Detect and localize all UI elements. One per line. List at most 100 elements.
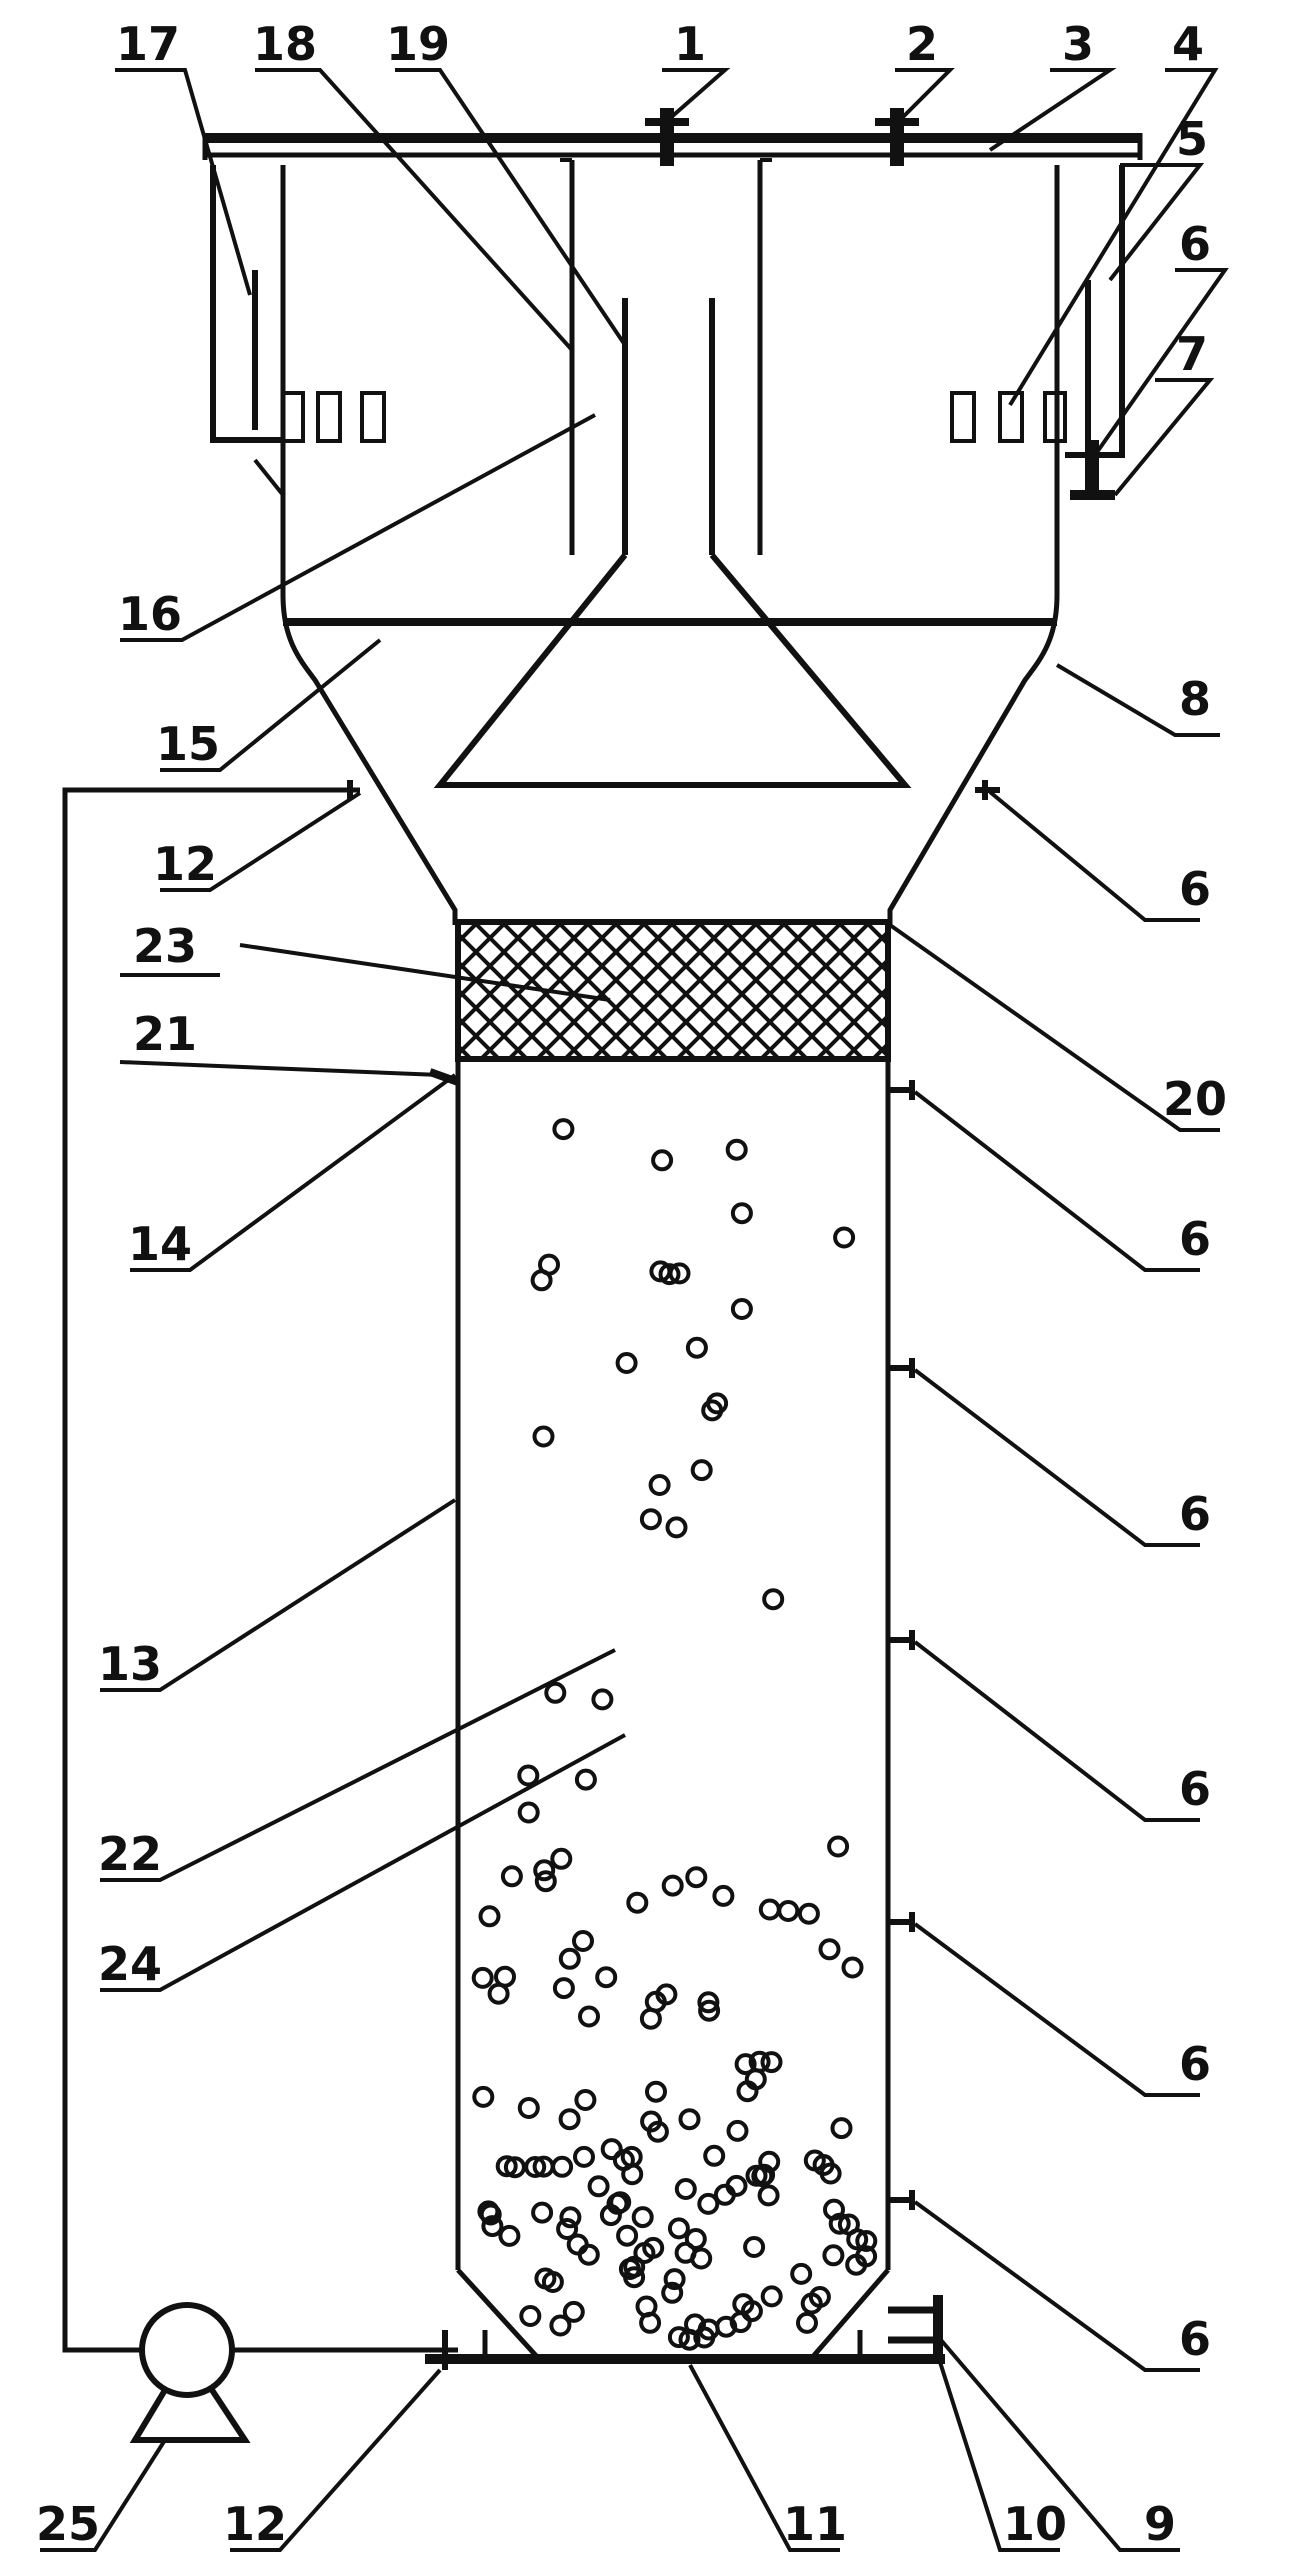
sludge-granule [698,1999,721,2022]
sludge-granule [572,1930,594,1952]
sludge-granule [706,1392,729,1415]
sludge-granule [550,1847,573,1870]
sludge-granule [639,1508,662,1531]
leader-lines [40,68,1229,2552]
label-16: 16 [118,587,182,641]
sludge-granule [748,2050,771,2073]
sludge-granule [678,2108,701,2131]
sludge-granule [559,2206,582,2229]
sludge-granule [621,2163,644,2186]
sludge-granule [790,2262,813,2285]
label-25: 25 [36,2497,100,2551]
transition-cone [280,594,1060,925]
label-9: 9 [1144,2497,1176,2551]
sludge-granule [745,2164,768,2187]
sludge-granule [478,1905,501,1928]
sludge-granule [626,1891,649,1914]
label-24: 24 [98,1937,162,1991]
sludge-granule [642,2236,665,2259]
sludge-granule [618,2258,641,2280]
label-6-d: 6 [1179,1762,1211,1816]
label-6-top: 6 [1179,217,1211,271]
sludge-granule [648,1474,671,1496]
gas-outlet-pipe-1 [645,108,689,166]
sludge-granule [808,2286,831,2308]
sludge-granule [730,1298,753,1320]
sludge-granule [819,2162,842,2185]
outlet-nozzle-7 [1070,440,1115,500]
sludge-granule [828,2212,851,2235]
sludge-granule [562,2300,585,2323]
sludge-granule [690,1459,713,1482]
circulation-pump [129,2302,251,2443]
sludge-granule [503,2156,526,2179]
inlet-pipes [888,2295,943,2355]
sludge-granule [841,1956,864,1979]
component-labels: 1 2 3 4 5 6 7 8 6 20 6 6 6 6 6 9 10 11 1… [36,17,1227,2551]
sludge-granule [524,2156,547,2178]
label-6-e: 6 [1179,2037,1211,2091]
sludge-granule [713,2183,736,2206]
sludge-granule [760,2051,783,2074]
sludge-granule [541,2271,564,2293]
sludge-granule [531,2201,554,2224]
sludge-granule [855,2230,878,2252]
sludge-granule [674,2241,697,2264]
label-5: 5 [1176,112,1208,166]
sludge-granule [574,2089,597,2111]
label-14: 14 [128,1217,192,1271]
sludge-granule [538,1253,560,1276]
label-17: 17 [116,17,180,71]
label-11: 11 [783,2497,847,2551]
sludge-granule [549,2314,572,2337]
sludge-granule [740,2300,763,2323]
label-3: 3 [1062,17,1094,71]
sludge-granule [495,2155,518,2178]
sludge-granule [646,2120,669,2143]
sludge-granule [532,1425,555,1448]
label-15: 15 [156,717,220,771]
sludge-granule [712,1884,735,1907]
sludge-granule [833,1226,856,1249]
label-13: 13 [98,1637,162,1691]
sludge-granule [796,2311,818,2334]
upper-chamber [210,158,1125,595]
sludge-granule [573,2145,595,2168]
sludge-granule [667,2217,690,2240]
sludge-granule [595,1966,618,1989]
sludge-granule [837,2213,860,2236]
label-6-f: 6 [1179,2312,1211,2366]
sludge-granule [818,1938,841,1961]
sludge-granule [578,2005,600,2028]
sludge-granule [758,1898,781,1921]
sludge-granule [760,2285,783,2308]
sludge-granule [684,2228,707,2250]
sludge-granule [665,1516,688,1539]
sludge-granule [606,2192,629,2215]
sampling-port [888,1080,915,1100]
sludge-granule [544,1681,567,1704]
sludge-granule [797,1902,820,1925]
sludge-granule [663,2268,686,2291]
sampling-port [975,780,1000,800]
sludge-granule [533,1859,556,1882]
label-10: 10 [1003,2497,1067,2551]
label-23: 23 [133,919,197,973]
label-6-b: 6 [1179,1212,1211,1266]
sludge-granule [651,1149,674,1172]
sludge-granule [667,2326,690,2349]
recirculation-loop [62,780,458,2370]
sampling-port [888,2190,915,2210]
sludge-granule [552,1977,575,2000]
sludge-granule [494,1965,516,1988]
three-phase-separator [433,298,912,788]
sludge-granule [552,1118,575,1141]
sludge-granule [685,1866,708,1889]
sludge-granule [500,1865,523,1888]
outlet-pipe-2 [875,108,919,166]
label-12-top: 12 [153,837,217,891]
label-21: 21 [133,1007,197,1061]
sludge-granule [661,2281,684,2304]
sludge-granule [830,2117,853,2140]
sampling-ports [888,780,1000,2210]
